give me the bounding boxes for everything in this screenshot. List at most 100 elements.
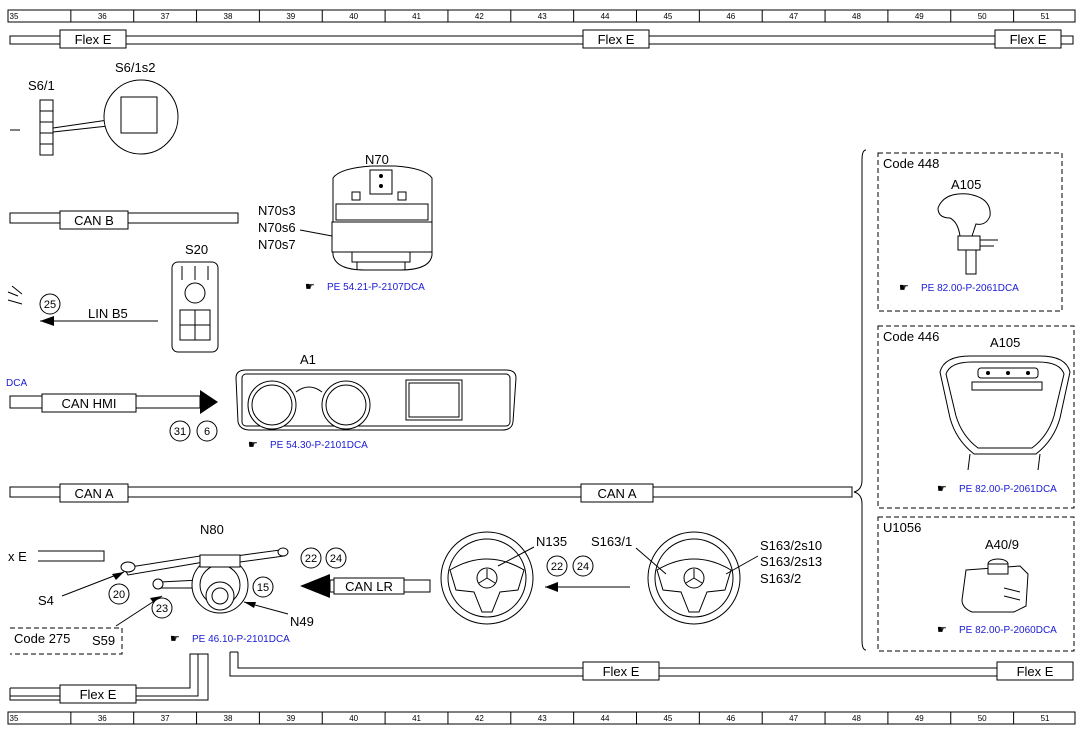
- flex-e-label: Flex E: [75, 32, 112, 47]
- callout-number: 23: [156, 603, 168, 615]
- s163-2s10-label: S163/2s10: [760, 538, 822, 553]
- flex-e-label: Flex E: [603, 664, 640, 679]
- can-hmi-label: CAN HMI: [62, 396, 117, 411]
- flex-e-partial-bus: x E: [6, 548, 105, 566]
- grid-column-label: 40: [349, 714, 358, 723]
- s6-1-label: S6/1: [28, 78, 55, 93]
- grid-column-label: 48: [852, 12, 861, 21]
- n70-label: N70: [365, 152, 389, 167]
- hand-pointer-icon: ☛: [248, 438, 258, 451]
- grid-column-label: 50: [978, 12, 987, 21]
- code-448-box: Code 448 A105 ☛ PE 82.00-P-2061DCA: [877, 152, 1063, 312]
- s59-label: S59: [92, 633, 115, 648]
- grid-column-label: 35: [10, 714, 19, 723]
- grid-column-label: 45: [663, 714, 672, 723]
- grid-column-label: 49: [915, 12, 924, 21]
- grid-column-label: 39: [286, 714, 295, 723]
- hand-pointer-icon: ☛: [170, 632, 180, 645]
- a105-top-ref-text[interactable]: PE 82.00-P-2061DCA: [921, 283, 1019, 294]
- u1056-label: U1056: [883, 520, 921, 535]
- n70-ref-text[interactable]: PE 54.21-P-2107DCA: [327, 282, 425, 293]
- grid-column-label: 47: [789, 714, 798, 723]
- s6-1-component: S6/1 S6/1s2: [10, 60, 179, 156]
- callout-number: 24: [577, 561, 589, 573]
- s6-1s2-label: S6/1s2: [115, 60, 155, 75]
- grid-column-label: 46: [726, 714, 735, 723]
- can-hmi-bus: DCA CAN HMI 31 6: [6, 378, 218, 442]
- s20-label: S20: [185, 242, 208, 257]
- callout-number: 31: [174, 426, 186, 438]
- callout-number: 20: [113, 589, 125, 601]
- group-bracket: [853, 149, 867, 651]
- u1056-box: U1056 A40/9 ☛ PE 82.00-P-2060DCA: [877, 516, 1075, 652]
- grid-column-label: 42: [475, 12, 484, 21]
- flex-e-bus-top: Flex E Flex E Flex E: [9, 29, 1074, 49]
- grid-column-label: 43: [538, 12, 547, 21]
- can-a-label: CAN A: [74, 486, 113, 501]
- a105-top-label: A105: [951, 177, 981, 192]
- lin-b5-bus: LIN B5 25: [7, 285, 158, 326]
- flex-e-bus-bottom-left: Flex E: [9, 653, 209, 704]
- a1-reference-link[interactable]: ☛ PE 54.30-P-2101DCA: [248, 438, 368, 451]
- grid-column-label: 48: [852, 714, 861, 723]
- grid-column-label: 45: [663, 12, 672, 21]
- can-b-label: CAN B: [74, 213, 114, 228]
- s4-label: S4: [38, 593, 54, 608]
- grid-column-label: 36: [98, 714, 107, 723]
- can-a-label: CAN A: [597, 486, 636, 501]
- partial-ref-text[interactable]: DCA: [6, 378, 27, 389]
- a40-9-label: A40/9: [985, 537, 1019, 552]
- callout-number: 22: [305, 553, 317, 565]
- flex-e-bus-bottom-right: Flex E Flex E: [229, 651, 1074, 681]
- grid-column-label: 51: [1041, 12, 1050, 21]
- callout-number: 15: [257, 582, 269, 594]
- hand-pointer-icon: ☛: [899, 281, 909, 294]
- n49-label: N49: [290, 614, 314, 629]
- flex-e-label: Flex E: [598, 32, 635, 47]
- can-b-bus: CAN B: [9, 210, 239, 230]
- s20-component: S20: [171, 242, 219, 353]
- callout-number: 25: [44, 299, 56, 311]
- callout-number: 6: [204, 426, 210, 438]
- n80-ref-text[interactable]: PE 46.10-P-2101DCA: [192, 634, 290, 645]
- callout-number: 24: [330, 553, 342, 565]
- a105-mid-label: A105: [990, 335, 1020, 350]
- grid-column-label: 42: [475, 714, 484, 723]
- a40-ref-text[interactable]: PE 82.00-P-2060DCA: [959, 625, 1057, 636]
- n135-label: N135: [536, 534, 567, 549]
- wheel-link-arrow: 22 24: [545, 555, 630, 592]
- callout-number: 22: [551, 561, 563, 573]
- grid-column-label: 46: [726, 12, 735, 21]
- a105-mid-ref-text[interactable]: PE 82.00-P-2061DCA: [959, 484, 1057, 495]
- grid-column-label: 50: [978, 714, 987, 723]
- can-a-bus: CAN A CAN A: [9, 483, 853, 503]
- a1-instrument-cluster: A1 ☛ PE 54.30-P-2101DCA: [235, 352, 517, 451]
- n70s3-label: N70s3: [258, 203, 296, 218]
- s163-2-label: S163/2: [760, 571, 801, 586]
- code-275-label: Code 275: [14, 631, 70, 646]
- grid-column-label: 35: [10, 12, 19, 21]
- grid-column-label: 37: [161, 714, 170, 723]
- flex-e-label: Flex E: [1017, 664, 1054, 679]
- n135-steering-wheel: N135: [440, 531, 567, 625]
- hand-pointer-icon: ☛: [937, 623, 947, 636]
- grid-column-label: 38: [224, 714, 233, 723]
- grid-column-label: 44: [601, 12, 610, 21]
- n70s7-label: N70s7: [258, 237, 296, 252]
- n70-reference-link[interactable]: ☛ PE 54.21-P-2107DCA: [305, 280, 425, 293]
- code-446-box: Code 446 A105 ☛ PE 82.00-P-2061DCA: [877, 325, 1075, 509]
- a40-reference-link[interactable]: ☛ PE 82.00-P-2060DCA: [937, 623, 1057, 636]
- grid-column-label: 47: [789, 12, 798, 21]
- flex-e-partial-label: x E: [8, 549, 27, 564]
- s163-2s13-label: S163/2s13: [760, 554, 822, 569]
- n80-reference-link[interactable]: ☛ PE 46.10-P-2101DCA: [170, 632, 290, 645]
- grid-column-label: 41: [412, 714, 421, 723]
- grid-column-label: 40: [349, 12, 358, 21]
- code-448-label: Code 448: [883, 156, 939, 171]
- grid-column-label: 38: [224, 12, 233, 21]
- a105-top-reference-link[interactable]: ☛ PE 82.00-P-2061DCA: [899, 281, 1019, 294]
- a1-ref-text[interactable]: PE 54.30-P-2101DCA: [270, 440, 368, 451]
- a105-mid-reference-link[interactable]: ☛ PE 82.00-P-2061DCA: [937, 482, 1057, 495]
